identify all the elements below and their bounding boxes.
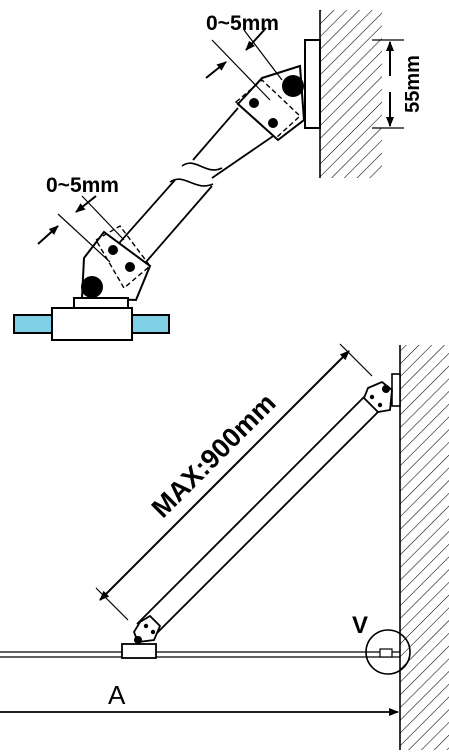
distance-a-label: A [108,680,126,710]
glass-panel-line [0,651,400,658]
wall-hatch-top [319,10,382,178]
distance-a-dimension: A [0,680,399,716]
upper-connector [234,64,306,142]
lower-gap-label: 0~5mm [46,174,119,197]
detail-view: 55mm 0~5mm [13,10,424,341]
height-dimension: 55mm [372,39,424,129]
wall-plate-bottom [391,373,401,407]
length-label: MAX:900mm [146,388,282,524]
length-dimension: MAX:900mm [95,343,373,621]
upper-gap-dimension: 0~5mm [205,12,283,101]
upper-gap-label: 0~5mm [206,12,279,35]
upper-connector-small [362,380,393,413]
lower-gap-dimension: 0~5mm [37,174,125,263]
lower-connector-small [132,614,162,644]
support-bar-detail [112,107,283,263]
detail-marker-label: V [352,612,368,639]
glass-panel-left [13,314,53,334]
glass-clamp-body [51,307,133,341]
glass-clamp-small [121,643,157,659]
glass-panel-right [130,314,170,334]
overview-view: MAX:900mm V A [0,343,449,750]
lower-connector [80,225,152,302]
support-bar [136,393,383,639]
detail-v-callout: V [352,612,411,675]
wall-hatch-bottom [399,345,449,750]
height-label: 55mm [402,55,424,113]
wall-plate-top [304,39,321,129]
glass-clamp-detail [13,297,170,341]
